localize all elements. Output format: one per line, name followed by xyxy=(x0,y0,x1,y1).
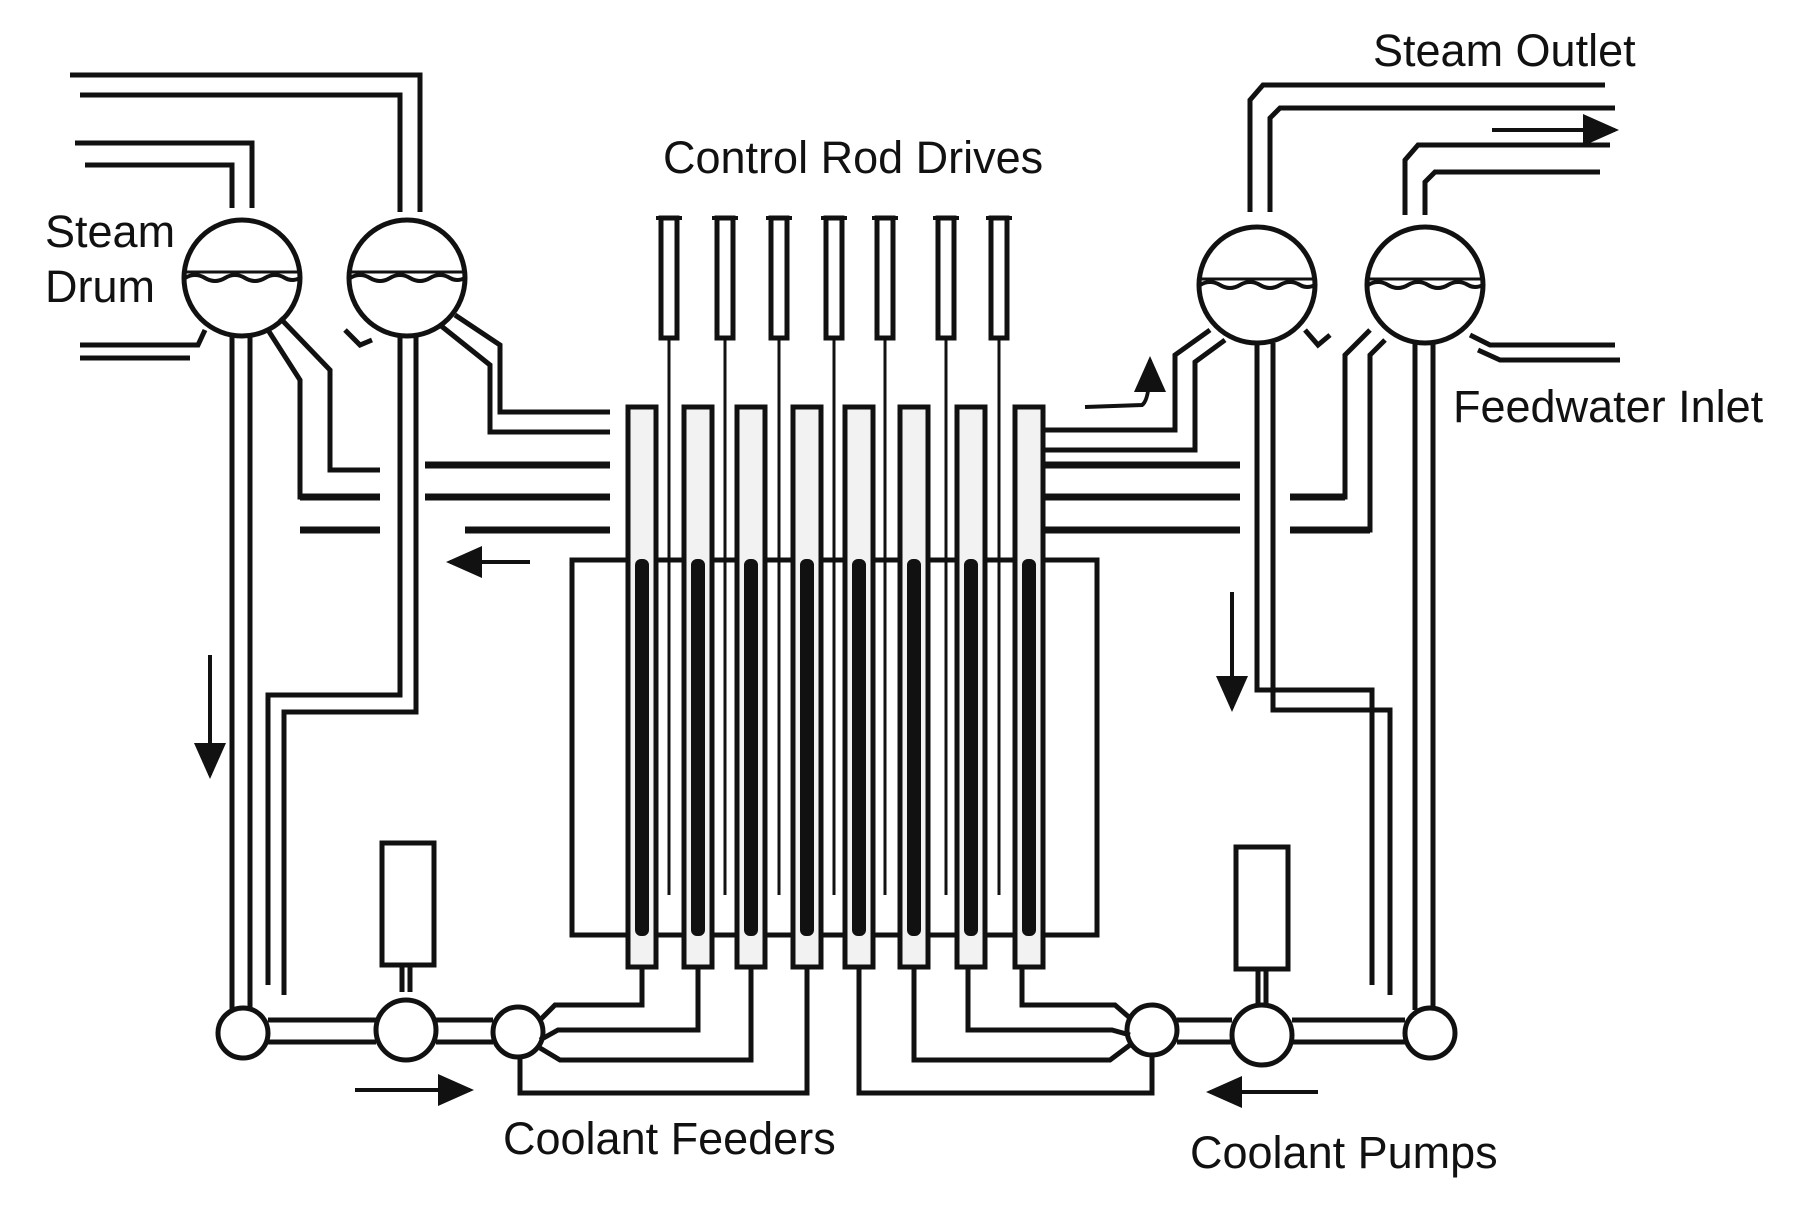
right-downcomers xyxy=(1254,343,1436,1010)
right-riser-pipes xyxy=(1045,327,1387,534)
flow-arrows xyxy=(194,114,1619,1108)
left-steam-drum-2 xyxy=(346,217,468,339)
label-steam-outlet: Steam Outlet xyxy=(1373,25,1636,76)
left-header-circle xyxy=(215,1005,271,1061)
left-riser-pipes xyxy=(265,312,610,534)
right-steam-drum-2 xyxy=(1364,224,1486,346)
right-pump xyxy=(1229,844,1295,1068)
label-control-rod-drives: Control Rod Drives xyxy=(663,132,1044,183)
right-steam-drum-1 xyxy=(1196,224,1318,346)
arrow-steam-rise xyxy=(1084,356,1166,409)
right-feeder-header xyxy=(1124,1002,1180,1058)
left-coolant-feeders xyxy=(517,967,810,1096)
label-coolant-pumps: Coolant Pumps xyxy=(1190,1127,1498,1178)
left-steam-drum-1 xyxy=(181,217,303,339)
label-feedwater-inlet: Feedwater Inlet xyxy=(1453,381,1764,432)
right-steam-pipes xyxy=(1247,82,1615,215)
left-feeder-header xyxy=(490,1004,546,1060)
left-downcomers xyxy=(229,336,419,1010)
fuel-rods xyxy=(635,559,1036,936)
control-rod-drives xyxy=(656,215,1012,895)
label-steam-drum-line2: Drum xyxy=(45,261,155,312)
left-steam-pipes xyxy=(70,72,423,212)
right-coolant-feeders xyxy=(856,967,1155,1096)
label-steam-drum-line1: Steam xyxy=(45,206,176,257)
label-coolant-feeders: Coolant Feeders xyxy=(503,1113,836,1164)
left-pump xyxy=(373,840,439,1063)
right-header-circle xyxy=(1402,1005,1458,1061)
